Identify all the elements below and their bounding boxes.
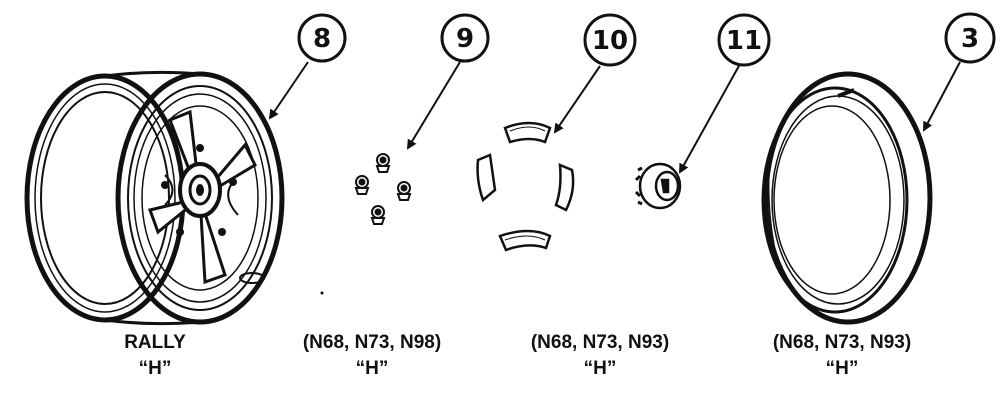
caption-rally: RALLY “H” xyxy=(90,330,220,382)
lug-nuts-illustration xyxy=(354,153,412,225)
callout-10: 10 xyxy=(583,13,637,67)
speck xyxy=(320,291,324,295)
caption-lug-nuts-line2: “H” xyxy=(355,358,389,379)
caption-trim-inserts-line1: (N68, N73, N93) xyxy=(530,332,670,353)
callout-10-label: 10 xyxy=(592,26,628,56)
callout-3: 3 xyxy=(944,12,996,64)
caption-lug-nuts-line1: (N68, N73, N98) xyxy=(302,332,442,353)
caption-lug-nuts: (N68, N73, N98) “H” xyxy=(272,330,472,382)
callout-9: 9 xyxy=(440,13,490,63)
caption-trim-inserts-line2: “H” xyxy=(583,358,617,379)
caption-trim-inserts: (N68, N73, N93) “H” xyxy=(500,330,700,382)
callout-3-label: 3 xyxy=(961,24,979,54)
center-cap-illustration xyxy=(634,162,682,210)
rally-wheel-illustration xyxy=(24,70,285,326)
caption-trim-ring: (N68, N73, N93) “H” xyxy=(742,330,942,382)
trim-ring-illustration xyxy=(761,71,933,325)
caption-trim-ring-line1: (N68, N73, N93) xyxy=(772,332,912,353)
callout-11-label: 11 xyxy=(726,26,762,56)
leader-arrows xyxy=(268,61,961,174)
callout-8-label: 8 xyxy=(313,24,331,54)
trim-inserts-illustration xyxy=(476,121,575,252)
caption-rally-line2: “H” xyxy=(138,358,172,379)
callout-9-label: 9 xyxy=(456,24,474,54)
caption-rally-line1: RALLY xyxy=(124,332,186,353)
callout-8: 8 xyxy=(297,13,347,63)
callout-11: 11 xyxy=(717,13,771,67)
caption-trim-ring-line2: “H” xyxy=(825,358,859,379)
